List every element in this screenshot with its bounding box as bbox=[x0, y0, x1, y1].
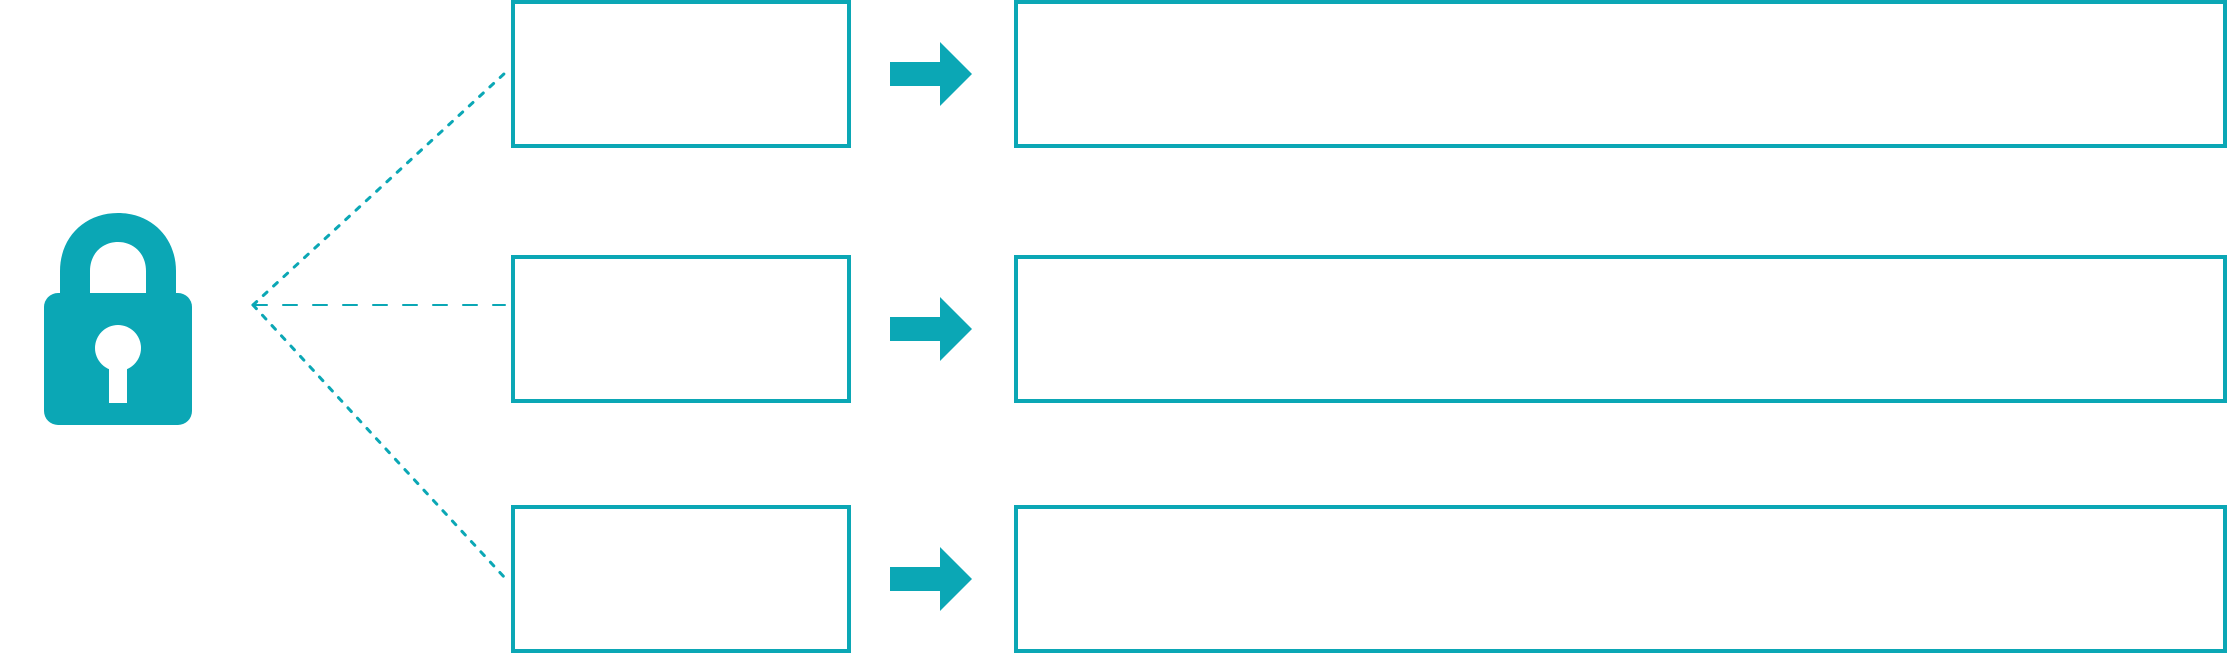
outcome-box-2[interactable] bbox=[1014, 255, 2227, 403]
lock-keyhole-circle-icon bbox=[95, 325, 141, 371]
stage-box-1[interactable] bbox=[511, 0, 851, 148]
stage-box-3[interactable] bbox=[511, 505, 851, 653]
stage-box-2-text bbox=[515, 259, 847, 287]
right-arrow-shape-icon bbox=[890, 297, 972, 361]
stage-box-3-text bbox=[515, 509, 847, 537]
outcome-box-1[interactable] bbox=[1014, 0, 2227, 148]
diagram-row-2 bbox=[0, 255, 2229, 405]
connector-line-top bbox=[251, 71, 507, 307]
lock-icon bbox=[28, 205, 208, 435]
right-arrow-shape-icon bbox=[890, 547, 972, 611]
right-arrow-icon-2 bbox=[890, 293, 972, 365]
stage-box-1-text bbox=[515, 4, 847, 32]
outcome-box-2-text bbox=[1018, 259, 2223, 287]
diagram-row-3 bbox=[0, 505, 2229, 655]
lock-shackle-icon bbox=[60, 213, 176, 315]
right-arrow-shape-icon bbox=[890, 42, 972, 106]
right-arrow-label-3 bbox=[890, 615, 891, 616]
outcome-box-3[interactable] bbox=[1014, 505, 2227, 653]
right-arrow-label-2 bbox=[890, 365, 891, 366]
stage-box-2[interactable] bbox=[511, 255, 851, 403]
outcome-box-1-text bbox=[1018, 4, 2223, 32]
lock-keyhole-stem-icon bbox=[109, 357, 127, 403]
diagram-row-1 bbox=[0, 0, 2229, 150]
connector-line-bottom bbox=[251, 303, 507, 580]
right-arrow-icon-1 bbox=[890, 38, 972, 110]
right-arrow-label-1 bbox=[890, 110, 891, 111]
outcome-box-3-text bbox=[1018, 509, 2223, 537]
right-arrow-icon-3 bbox=[890, 543, 972, 615]
